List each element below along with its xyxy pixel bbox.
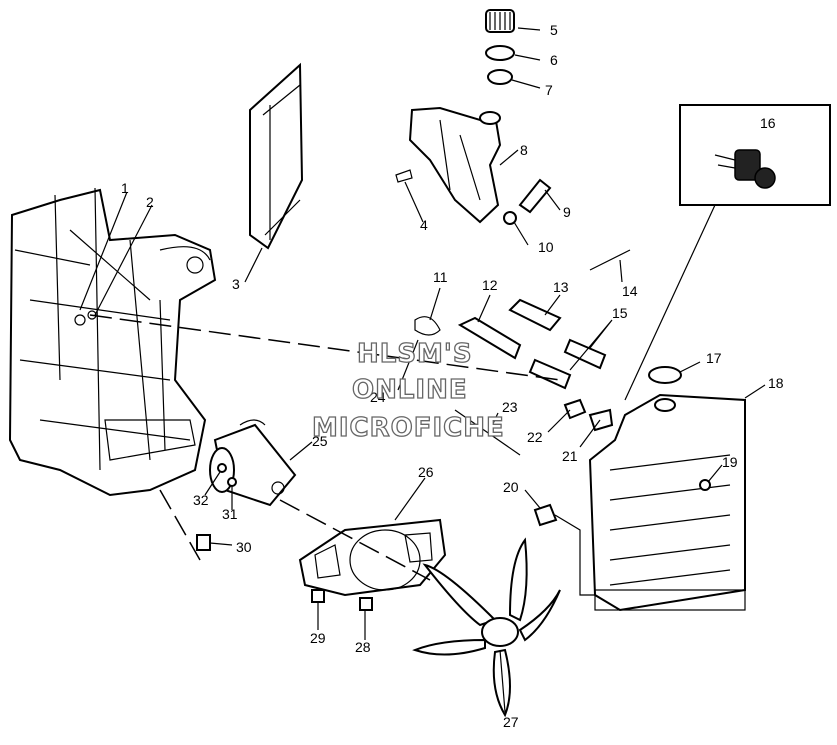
radiator-hose-upper xyxy=(457,316,522,360)
callout-2: 2 xyxy=(146,194,154,210)
callout-20: 20 xyxy=(503,479,519,495)
switch-leader-line xyxy=(624,204,716,401)
callout-3: 3 xyxy=(232,276,240,292)
frame-fastener-30 xyxy=(196,534,211,551)
centerline-main xyxy=(89,314,561,381)
radiator-cap-seal xyxy=(648,366,682,384)
overflow-hose xyxy=(518,178,552,214)
callout-12: 12 xyxy=(482,277,498,293)
callout-labels: 1 2 3 4 5 6 7 8 9 10 11 12 13 14 15 16 1… xyxy=(121,22,784,730)
callout-19: 19 xyxy=(722,454,738,470)
callout-23: 23 xyxy=(502,399,518,415)
callout-22: 22 xyxy=(527,429,543,445)
nut-31 xyxy=(227,477,237,487)
radiator-hose-lower xyxy=(508,298,562,332)
callout-27: 27 xyxy=(503,714,519,730)
reservoir-screw xyxy=(395,169,413,183)
callout-18: 18 xyxy=(768,375,784,391)
fan-switch xyxy=(714,149,776,189)
callout-13: 13 xyxy=(553,279,569,295)
callout-25: 25 xyxy=(312,433,328,449)
fan-motor xyxy=(209,419,297,507)
callout-17: 17 xyxy=(706,350,722,366)
vehicle-frame xyxy=(8,187,217,497)
watermark: HLSM'S ONLINE MICROFICHE xyxy=(311,338,505,443)
callout-24: 24 xyxy=(370,389,386,405)
callout-15: 15 xyxy=(612,305,628,321)
fill-cap xyxy=(485,9,515,33)
coupling-hose-a xyxy=(563,338,607,370)
callout-5: 5 xyxy=(550,22,558,38)
callout-1: 1 xyxy=(121,180,129,196)
cap-seal xyxy=(487,69,513,85)
callout-9: 9 xyxy=(563,204,571,220)
radiator xyxy=(588,393,746,612)
callout-11: 11 xyxy=(433,269,448,285)
callout-21: 21 xyxy=(562,448,578,464)
callout-7: 7 xyxy=(545,82,553,98)
bracket-bolt-28 xyxy=(359,597,373,611)
hose-fitting-22 xyxy=(563,398,587,420)
centerline-fan xyxy=(279,499,431,581)
callout-8: 8 xyxy=(520,142,528,158)
cap-gasket xyxy=(485,45,515,61)
watermark-line-3: MICROFICHE xyxy=(312,413,505,443)
hose-fitting-21 xyxy=(588,408,614,432)
callout-32: 32 xyxy=(193,492,209,508)
callout-14: 14 xyxy=(622,283,638,299)
radiator-bolt-19 xyxy=(699,479,711,491)
leader-lines xyxy=(79,27,766,713)
callout-16: 16 xyxy=(760,115,776,131)
fan-blade xyxy=(412,537,561,718)
watermark-line-2: ONLINE xyxy=(352,375,468,405)
bracket-bolt-29 xyxy=(311,589,325,603)
bracket-line xyxy=(554,514,595,596)
callout-10: 10 xyxy=(538,239,554,255)
callout-26: 26 xyxy=(418,464,434,480)
mounting-rod-23 xyxy=(454,409,521,456)
fan-mounting-bracket xyxy=(298,518,447,597)
callout-6: 6 xyxy=(550,52,558,68)
washer-32 xyxy=(217,463,227,473)
radiator-shroud xyxy=(249,62,304,250)
watermark-line-1: HLSM'S xyxy=(357,339,473,369)
callout-28: 28 xyxy=(355,639,371,655)
centerline-lower xyxy=(159,489,201,561)
callout-30: 30 xyxy=(236,539,252,555)
coupling-hose-b xyxy=(528,358,572,390)
mounting-rod-14 xyxy=(589,249,631,271)
callout-31: 31 xyxy=(222,506,238,522)
hose-clamp-small xyxy=(503,211,517,225)
hose-clamp-11 xyxy=(414,316,441,336)
callout-4: 4 xyxy=(420,217,428,233)
callout-29: 29 xyxy=(310,630,326,646)
bracket-bolt-20 xyxy=(533,503,558,527)
coolant-reservoir xyxy=(408,106,502,224)
